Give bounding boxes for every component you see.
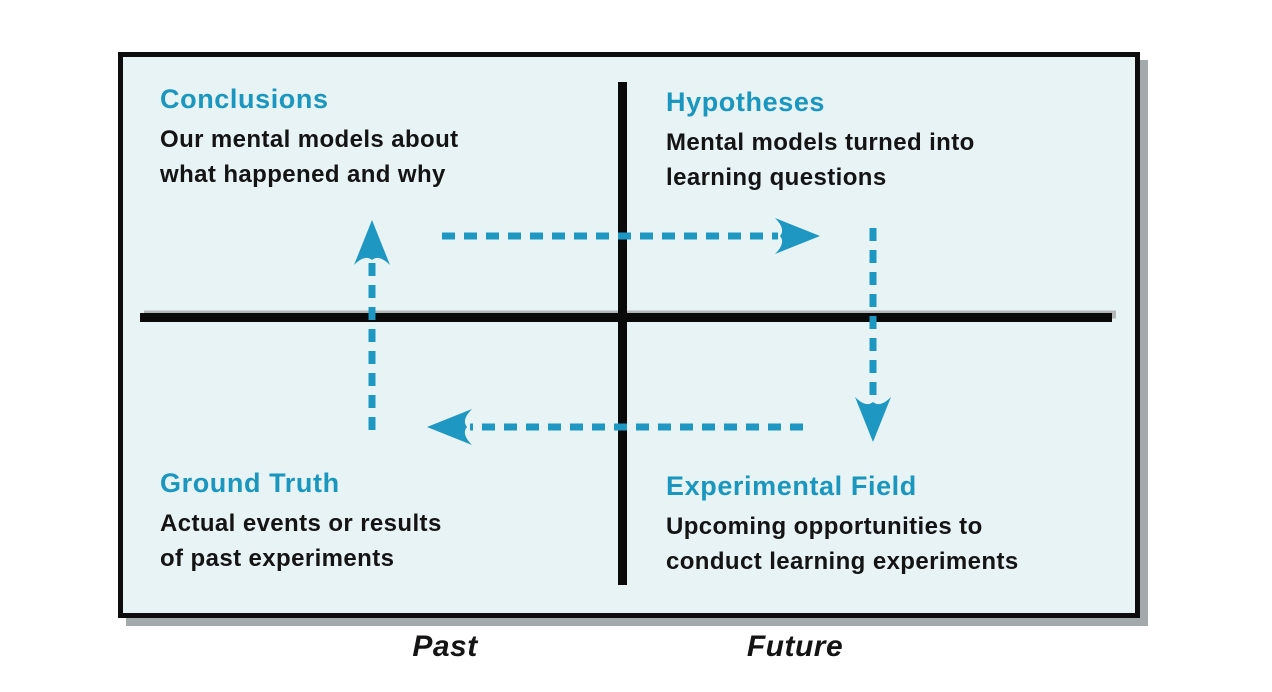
quadrant-text-line: learning questions <box>666 164 887 191</box>
quadrant-text-line: conduct learning experiments <box>666 548 1019 575</box>
quadrant-title-conclusions: Conclusions <box>160 84 329 114</box>
quadrant-experimental-field: Experimental Field Upcoming opportunitie… <box>666 471 1106 579</box>
quadrant-text-line: Upcoming opportunities to <box>666 513 983 540</box>
quadrant-text-line: Mental models turned into <box>666 129 975 156</box>
quadrant-title-ground-truth: Ground Truth <box>160 468 340 498</box>
axis-label-past: Past <box>412 630 478 663</box>
quadrant-text-line: Our mental models about <box>160 126 459 153</box>
quadrant-text-line: Actual events or results <box>160 510 442 537</box>
quadrant-text-line: what happened and why <box>160 161 446 188</box>
quadrant-conclusions: Conclusions Our mental models about what… <box>160 84 600 192</box>
quadrant-hypotheses: Hypotheses Mental models turned into lea… <box>666 87 1106 195</box>
quadrant-title-experimental-field: Experimental Field <box>666 471 917 501</box>
quadrant-ground-truth: Ground Truth Actual events or results of… <box>160 468 600 576</box>
axis-label-future: Future <box>746 630 844 663</box>
quadrant-title-hypotheses: Hypotheses <box>666 87 826 117</box>
quadrant-text-line: of past experiments <box>160 545 395 572</box>
quadrant-board <box>118 52 1140 618</box>
